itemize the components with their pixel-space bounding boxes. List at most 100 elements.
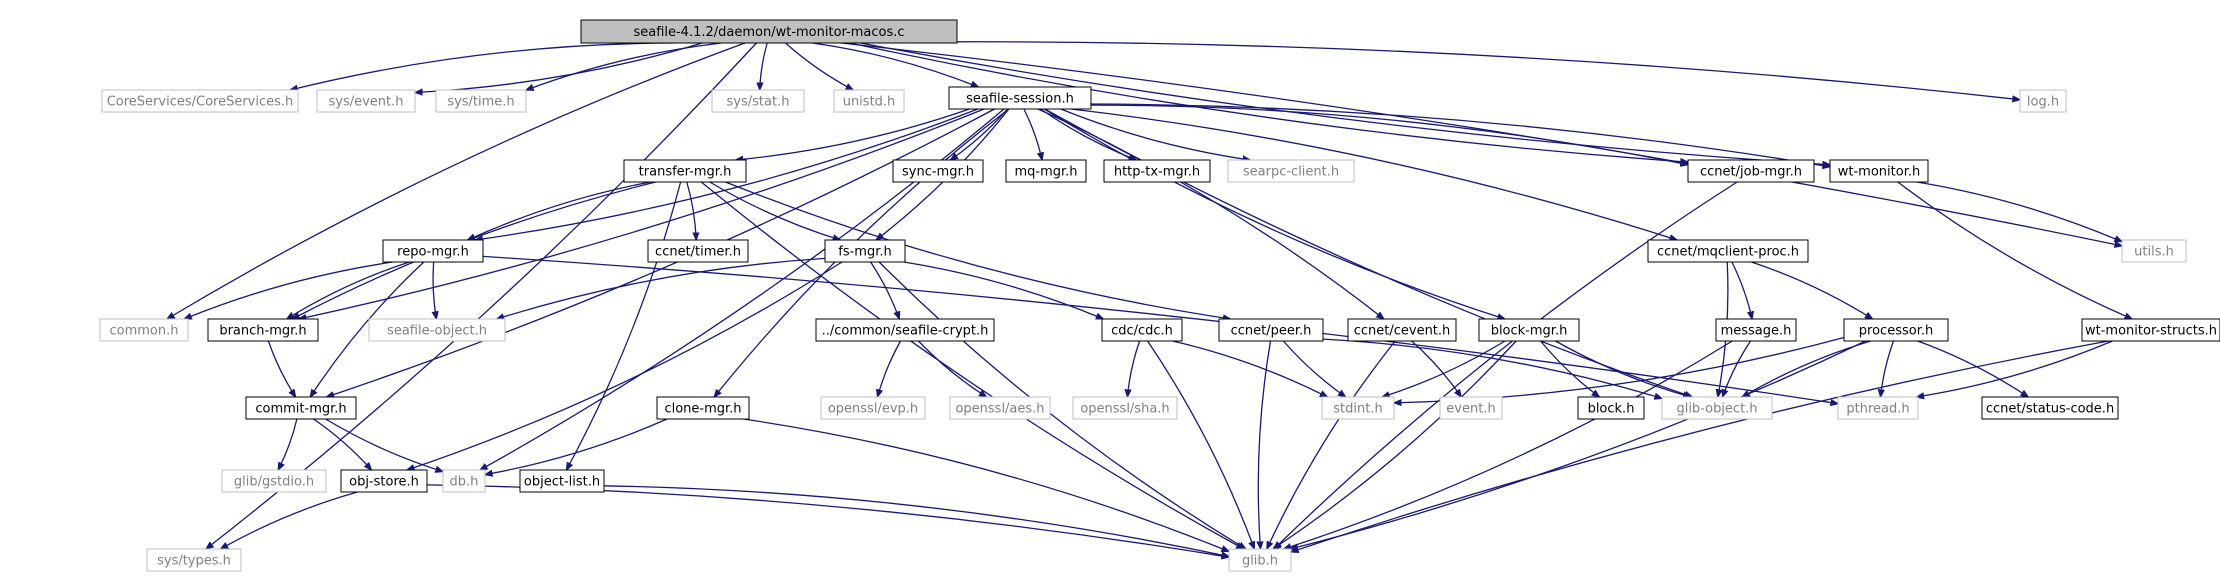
edge-clone_mgr-to-glib (743, 418, 1229, 553)
edge-ccnet_peer-to-glib (1258, 340, 1272, 549)
edge-block_mgr-to-stdint (1382, 340, 1506, 397)
node-box (442, 469, 486, 493)
node-box (1687, 159, 1815, 183)
node-label: log.h (2027, 95, 2059, 110)
edge-root-to-sys_stat (760, 42, 768, 90)
node-branch-mgr[interactable]: branch-mgr.h (207, 318, 319, 342)
node-seafile-crypt[interactable]: ../common/seafile-crypt.h (815, 318, 995, 342)
node-label: transfer-mgr.h (639, 165, 732, 180)
node-box (1715, 318, 1797, 342)
node-box (101, 89, 299, 113)
node-label: common.h (110, 324, 179, 339)
node-glib-gstdio: glib/gstdio.h (221, 469, 327, 493)
node-box (1101, 318, 1183, 342)
node-repo-mgr[interactable]: repo-mgr.h (382, 239, 484, 263)
node-box (1347, 318, 1457, 342)
node-stdint: stdint.h (1321, 396, 1395, 420)
node-glib: glib.h (1228, 548, 1292, 572)
node-label: fs-mgr.h (838, 245, 891, 260)
node-obj-store[interactable]: obj-store.h (340, 469, 428, 493)
node-box (1439, 396, 1503, 420)
node-openssl-sha: openssl/sha.h (1072, 396, 1178, 420)
node-box (146, 548, 242, 572)
edge-fs_mgr-to-obj_store (407, 261, 843, 470)
node-ccnet-status[interactable]: ccnet/status-code.h (1981, 396, 2119, 420)
node-box (221, 469, 327, 493)
edge-ccnet_cevent-to-glib (1267, 340, 1396, 549)
node-sys-types: sys/types.h (146, 548, 242, 572)
node-block[interactable]: block.h (1577, 396, 1645, 420)
node-message[interactable]: message.h (1715, 318, 1797, 342)
edge-processor-to-ccnet_status (1917, 340, 2029, 397)
node-seafile-session[interactable]: seafile-session.h (948, 86, 1092, 110)
node-ccnet-jobmgr[interactable]: ccnet/job-mgr.h (1687, 159, 1815, 183)
edge-message-to-glib (1284, 340, 1733, 549)
node-box (1661, 396, 1773, 420)
node-box (1478, 318, 1580, 342)
node-block-mgr[interactable]: block-mgr.h (1478, 318, 1580, 342)
node-box (1072, 396, 1178, 420)
node-box (656, 396, 750, 420)
edge-transfer_mgr-to-glib (700, 181, 1243, 549)
edge-seafile_session-to-ccnet_cevent (1037, 108, 1384, 319)
node-fs-mgr[interactable]: fs-mgr.h (824, 239, 906, 263)
node-box (1577, 396, 1645, 420)
edge-clone_mgr-to-db (485, 418, 668, 475)
edge-root-to-ccnet_jobmgr (849, 42, 1688, 162)
node-ccnet-mqclient[interactable]: ccnet/mqclient-proc.h (1647, 239, 1809, 263)
edge-seafile_session-to-ccnet_mqclient (1070, 108, 1677, 240)
node-label: ccnet/status-code.h (1986, 402, 2114, 417)
node-label: ccnet/peer.h (1231, 324, 1312, 339)
node-transfer-mgr[interactable]: transfer-mgr.h (623, 159, 747, 183)
node-box (316, 89, 416, 113)
node-db: db.h (442, 469, 486, 493)
node-cdc[interactable]: cdc/cdc.h (1101, 318, 1183, 342)
node-pthread: pthread.h (1837, 396, 1919, 420)
edge-ccnet_peer-to-stdint (1282, 340, 1345, 397)
node-processor[interactable]: processor.h (1843, 318, 1949, 342)
node-commit-mgr[interactable]: commit-mgr.h (245, 396, 357, 420)
edge-ccnet_cevent-to-event (1411, 340, 1462, 397)
edge-ccnet_peer-to-glib_object (1322, 338, 1662, 398)
node-ccnet-timer[interactable]: ccnet/timer.h (647, 239, 749, 263)
edge-root-to-sys_time (526, 42, 722, 90)
node-wt-monitor[interactable]: wt-monitor.h (1829, 159, 1929, 183)
node-label: glib/gstdio.h (234, 475, 314, 490)
node-coreservices: CoreServices/CoreServices.h (101, 89, 299, 113)
node-label: object-list.h (524, 475, 600, 490)
node-ccnet-peer[interactable]: ccnet/peer.h (1218, 318, 1324, 342)
node-box (1103, 159, 1211, 183)
edge-root-to-seafile_session (812, 42, 978, 88)
node-label: clone-mgr.h (664, 402, 741, 417)
node-root[interactable]: seafile-4.1.2/daemon/wt-monitor-macos.c (580, 19, 958, 44)
node-box (647, 239, 749, 263)
edge-fs_mgr-to-cdc (903, 261, 1104, 320)
node-label: ../common/seafile-crypt.h (822, 324, 989, 339)
edge-wt_monitor_structs-to-pthread (1917, 340, 2113, 397)
node-clone-mgr[interactable]: clone-mgr.h (656, 396, 750, 420)
node-object-list[interactable]: object-list.h (519, 469, 605, 493)
node-sync-mgr[interactable]: sync-mgr.h (892, 159, 984, 183)
node-label: block.h (1588, 402, 1635, 417)
node-box (820, 396, 926, 420)
edge-block_mgr-to-glib (1273, 340, 1517, 549)
edge-transfer_mgr-to-ccnet_peer (725, 181, 1231, 319)
node-wt-monitor-structs[interactable]: wt-monitor-structs.h (2081, 318, 2220, 342)
node-sys-stat: sys/stat.h (711, 89, 805, 113)
edge-seafile_crypt-to-openssl_aes (917, 340, 986, 397)
node-http-tx-mgr[interactable]: http-tx-mgr.h (1103, 159, 1211, 183)
edge-fs_mgr-to-glib (878, 261, 1246, 549)
node-label: cdc/cdc.h (1111, 324, 1173, 339)
node-label: mq-mgr.h (1014, 165, 1077, 180)
node-label: utils.h (2134, 245, 2174, 260)
edge-commit_mgr-to-glib_gstdio (278, 418, 298, 470)
node-box (833, 89, 905, 113)
node-mq-mgr[interactable]: mq-mgr.h (1005, 159, 1087, 183)
edge-obj_store-to-sys_types (221, 491, 358, 549)
edge-commit_mgr-to-obj_store (313, 418, 372, 470)
node-event: event.h (1439, 396, 1503, 420)
node-ccnet-cevent[interactable]: ccnet/cevent.h (1347, 318, 1457, 342)
node-label: http-tx-mgr.h (1114, 165, 1200, 180)
edge-message-to-glib_object (1723, 340, 1752, 397)
node-box (948, 86, 1092, 110)
